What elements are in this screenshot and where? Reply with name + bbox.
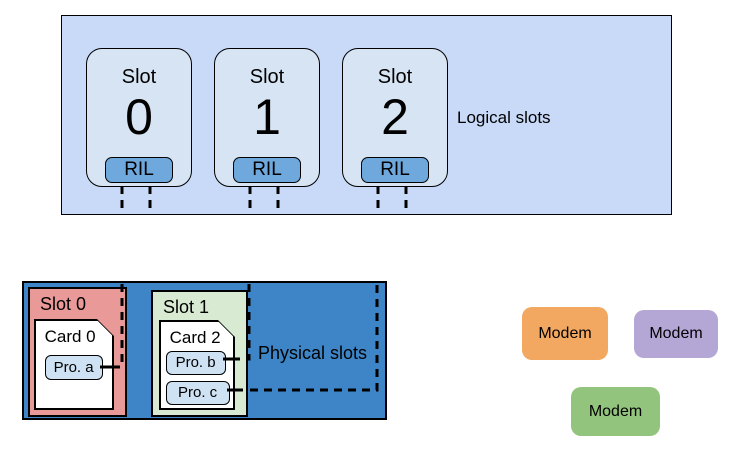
- logical-slot-1-title: Slot: [249, 66, 285, 88]
- physical-slot-0: Slot 0 Card 0 Pro. a: [28, 287, 127, 417]
- sim-card-2-name: Card 2: [169, 327, 221, 347]
- logical-slot-1-number: 1: [253, 89, 281, 145]
- logical-slot-0-number: 0: [125, 89, 153, 145]
- physical-slots-label: Physical slots: [258, 343, 368, 363]
- logical-slots-label: Logical slots: [457, 108, 551, 127]
- profile-b-box: Pro. b: [166, 351, 226, 375]
- ril-box-1: RIL: [233, 157, 301, 183]
- logical-slot-0-title: Slot: [121, 66, 157, 88]
- logical-slot-2-title: Slot: [377, 66, 413, 88]
- profile-a-box: Pro. a: [45, 355, 103, 380]
- profile-c-box: Pro. c: [166, 381, 230, 405]
- logical-slot-0: Slot 0 RIL: [86, 48, 192, 187]
- modem-box-purple: Modem: [634, 310, 718, 358]
- logical-slot-2-number: 2: [381, 89, 409, 145]
- physical-slot-1: Slot 1 Card 2 Pro. b Pro. c: [151, 290, 248, 417]
- physical-slot-1-name: Slot 1: [163, 297, 210, 317]
- ril-box-0: RIL: [105, 157, 173, 183]
- ril-box-2: RIL: [361, 157, 429, 183]
- sim-card-0: Card 0 Pro. a: [34, 319, 114, 410]
- physical-slot-0-name: Slot 0: [40, 294, 87, 314]
- sim-card-0-name: Card 0: [44, 326, 96, 346]
- logical-slot-1: Slot 1 RIL: [214, 48, 320, 187]
- sim-card-2: Card 2 Pro. b Pro. c: [159, 320, 235, 410]
- modem-box-orange: Modem: [522, 307, 608, 360]
- logical-slot-2: Slot 2 RIL: [342, 48, 448, 187]
- modem-box-green: Modem: [571, 387, 660, 436]
